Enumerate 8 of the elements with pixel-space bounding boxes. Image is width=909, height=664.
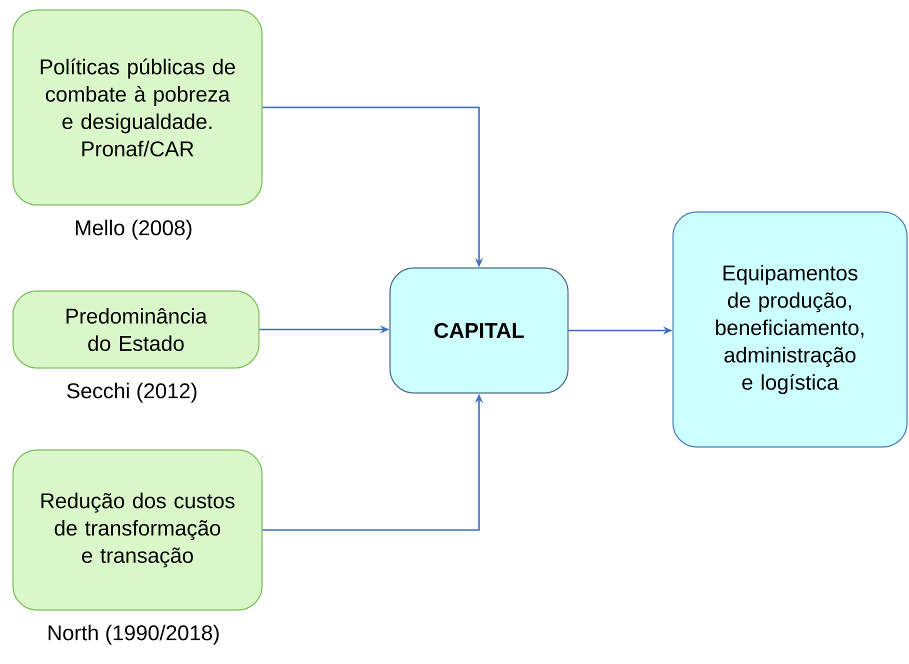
process-box: Políticas públicas de combate à pobreza e desigualdade. Pronaf/CAR xyxy=(12,9,263,206)
citation-text: Mello (2008) xyxy=(76,220,192,240)
citation-text: North (1990/2018) xyxy=(48,624,219,645)
process-box: Equipamentos de produção, beneficiamento, administração e logística xyxy=(672,211,908,448)
process-box: Predominância do Estado xyxy=(12,290,260,369)
citation-text: Secchi (2012) xyxy=(67,382,196,403)
process-box: Redução dos custos de transformação e transação xyxy=(12,449,263,611)
process-box: CAPITAL xyxy=(389,267,569,394)
